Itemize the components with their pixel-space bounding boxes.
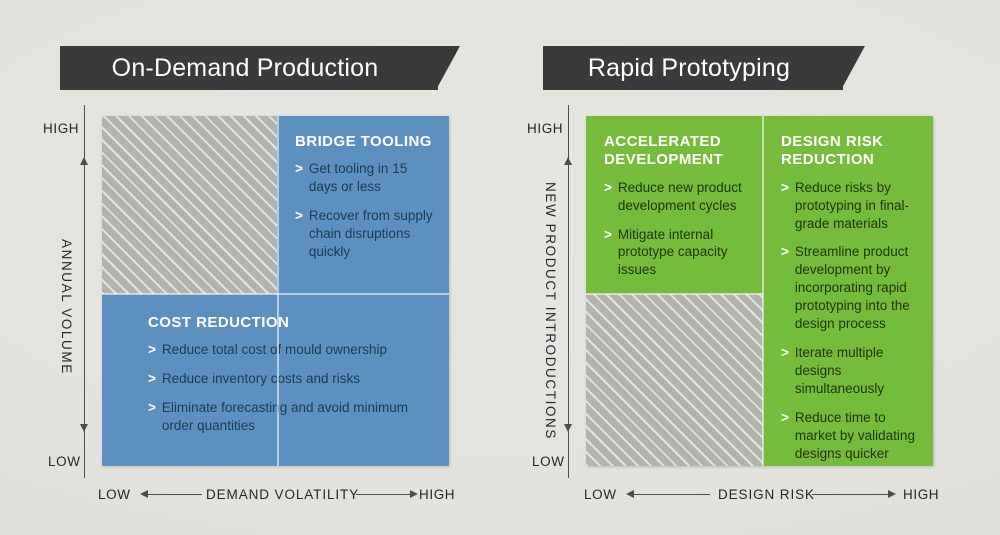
list-item: > Recover from supply chain disruptions … xyxy=(295,207,433,261)
y-axis-high-label-right: HIGH xyxy=(527,121,564,136)
quadrant-bottom-left-empty-right-chart xyxy=(586,294,763,466)
bullet-list-bridge-tooling: > Get tooling in 15 days or less > Recov… xyxy=(295,160,433,261)
chart-title-text: On-Demand Production xyxy=(111,53,379,82)
bullet-marker-icon: > xyxy=(295,161,303,177)
x-axis-arrow-right-right xyxy=(888,490,896,498)
x-axis-line-low-right xyxy=(632,494,710,495)
quadrant-bridge-tooling[interactable]: BRIDGE TOOLING > Get tooling in 15 days … xyxy=(277,116,449,294)
bullet-list-accelerated-development: > Reduce new product development cycles … xyxy=(604,179,747,280)
list-item: > Mitigate internal prototype capacity i… xyxy=(604,226,747,280)
list-item: > Reduce new product development cycles xyxy=(604,179,747,215)
bullet-marker-icon: > xyxy=(604,226,612,242)
x-axis-arrow-left-right xyxy=(626,490,634,498)
bullet-text: Reduce new product development cycles xyxy=(617,179,742,213)
x-axis-high-label-right: HIGH xyxy=(903,487,940,502)
y-axis-low-label-left: LOW xyxy=(48,454,81,469)
bullet-marker-icon: > xyxy=(781,179,789,195)
x-axis-low-label-left: LOW xyxy=(98,487,131,502)
list-item: > Reduce risks by prototyping in final-g… xyxy=(781,179,917,233)
list-item: > Eliminate forecasting and avoid minimu… xyxy=(148,399,433,435)
y-axis-arrow-down-left xyxy=(79,424,88,432)
bullet-list-design-risk-reduction: > Reduce risks by prototyping in final-g… xyxy=(781,179,917,463)
x-axis-name-right: DESIGN RISK xyxy=(718,487,815,502)
bullet-text: Mitigate internal prototype capacity iss… xyxy=(617,226,728,278)
y-axis-low-label-right: LOW xyxy=(532,454,565,469)
y-axis-arrow-down-right xyxy=(563,424,572,432)
x-axis-line-high-right xyxy=(812,494,890,495)
y-axis-name-left: ANNUAL VOLUME xyxy=(59,239,74,375)
quadrant-top-left-empty-left-chart xyxy=(102,116,277,294)
bullet-marker-icon: > xyxy=(781,410,789,426)
bullet-text: Reduce time to market by validating desi… xyxy=(794,410,915,461)
banner-angled-edge xyxy=(436,46,460,90)
bullet-text: Recover from supply chain disruptions qu… xyxy=(308,208,433,260)
x-axis-line-low-left xyxy=(146,494,202,495)
x-axis-low-label-right: LOW xyxy=(584,487,617,502)
quadrant-heading-design-risk-reduction: DESIGN RISK REDUCTION xyxy=(781,133,884,169)
bullet-text: Streamline product development by incorp… xyxy=(794,244,910,332)
matrix-rapid-prototyping: ACCELERATED DEVELOPMENT > Reduce new pro… xyxy=(586,116,933,466)
bullet-list-cost-reduction: > Reduce total cost of mould ownership >… xyxy=(148,341,433,435)
y-axis-arrow-up-right xyxy=(563,157,572,165)
list-item: > Streamline product development by inco… xyxy=(781,243,917,333)
list-item: > Iterate multiple designs simultaneousl… xyxy=(781,344,917,398)
bullet-marker-icon: > xyxy=(148,342,156,358)
quadrant-accelerated-development[interactable]: ACCELERATED DEVELOPMENT > Reduce new pro… xyxy=(586,116,763,294)
matrix-on-demand-production: BRIDGE TOOLING > Get tooling in 15 days … xyxy=(102,116,449,466)
bullet-text: Reduce inventory costs and risks xyxy=(161,371,360,387)
list-item: > Reduce total cost of mould ownership xyxy=(148,341,433,359)
y-axis-high-label-left: HIGH xyxy=(43,121,80,136)
bullet-text: Eliminate forecasting and avoid minimum … xyxy=(161,400,409,434)
quadrant-heading-accelerated-development: ACCELERATED DEVELOPMENT xyxy=(604,133,724,169)
chart-title-text: Rapid Prototyping xyxy=(587,53,791,82)
list-item: > Reduce time to market by validating de… xyxy=(781,409,917,463)
bullet-text: Iterate multiple designs simultaneously xyxy=(794,345,885,397)
y-axis-name-right: NEW PRODUCT INTRODUCTIONS xyxy=(543,182,558,440)
y-axis-arrow-up-left xyxy=(79,157,88,165)
x-axis-line-high-left xyxy=(356,494,412,495)
bullet-marker-icon: > xyxy=(148,371,156,387)
x-axis-name-left: DEMAND VOLATILITY xyxy=(206,487,360,502)
quadrant-design-risk-reduction[interactable]: DESIGN RISK REDUCTION > Reduce risks by … xyxy=(763,116,933,466)
y-axis-line-right xyxy=(568,105,569,478)
bullet-text: Reduce risks by prototyping in final-gra… xyxy=(794,179,909,231)
list-item: > Reduce inventory costs and risks xyxy=(148,370,433,388)
bullet-marker-icon: > xyxy=(781,244,789,260)
banner-angled-edge xyxy=(841,46,865,90)
bullet-marker-icon: > xyxy=(781,345,789,361)
list-item: > Get tooling in 15 days or less xyxy=(295,160,433,196)
x-axis-high-label-left: HIGH xyxy=(419,487,456,502)
y-axis-line-left xyxy=(84,105,85,478)
bullet-marker-icon: > xyxy=(148,400,156,416)
x-axis-arrow-right-left xyxy=(410,490,418,498)
quadrant-cost-reduction[interactable]: COST REDUCTION > Reduce total cost of mo… xyxy=(102,294,449,466)
bullet-text: Get tooling in 15 days or less xyxy=(308,161,408,195)
chart-title-banner-rapid-prototyping: Rapid Prototyping xyxy=(543,46,865,90)
quadrant-heading-cost-reduction: COST REDUCTION xyxy=(148,314,290,331)
chart-title-banner-on-demand-production: On-Demand Production xyxy=(60,46,460,90)
bullet-text: Reduce total cost of mould ownership xyxy=(161,342,388,358)
bullet-marker-icon: > xyxy=(295,208,303,224)
bullet-marker-icon: > xyxy=(604,179,612,195)
x-axis-arrow-left-left xyxy=(140,490,148,498)
quadrant-heading-bridge-tooling: BRIDGE TOOLING xyxy=(295,133,432,150)
